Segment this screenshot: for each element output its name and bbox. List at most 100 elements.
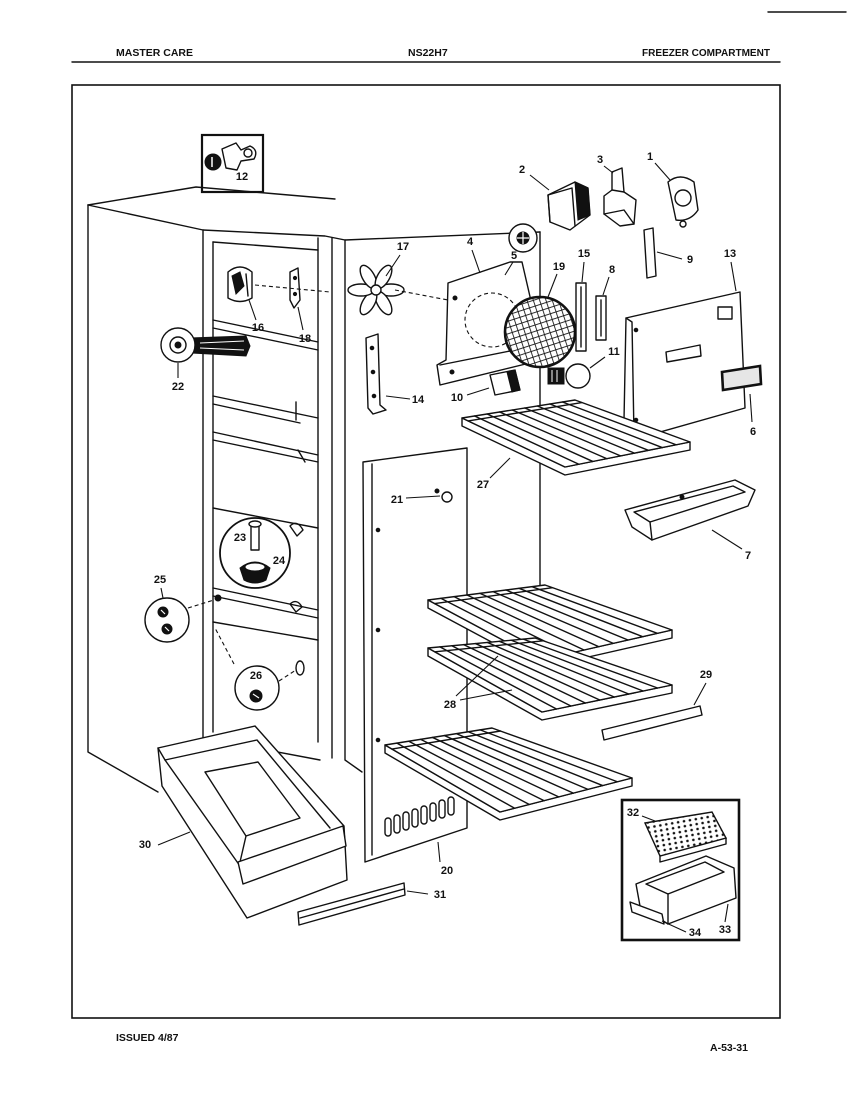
- part-label-20: 20: [441, 865, 453, 877]
- shelf-bar: [536, 405, 650, 452]
- header-brand: MASTER CARE: [116, 47, 193, 59]
- shelf-bar: [462, 643, 587, 704]
- part-21-plug: [434, 488, 453, 503]
- part-label-29: 29: [700, 669, 712, 681]
- part-label-22: 22: [172, 381, 184, 393]
- assembly-dashed-lines: [187, 284, 449, 682]
- part-3-bracket: [603, 167, 637, 227]
- part-5-fan-motor: [508, 223, 538, 253]
- part-label-6: 6: [750, 426, 756, 438]
- part-30-bin: [157, 725, 348, 919]
- knob-icon: [204, 153, 222, 171]
- part-28-shelf-lower: [427, 637, 673, 721]
- part-label-27: 27: [477, 479, 489, 491]
- part-2-housing: [547, 181, 591, 231]
- part-7-ice-bucket: [624, 479, 756, 541]
- part-label-16: 16: [252, 322, 264, 334]
- shelf-bar: [522, 638, 659, 689]
- part-label-21: 21: [391, 494, 403, 506]
- shelf-layer: [384, 399, 691, 821]
- part-23-24-callout: [219, 517, 291, 589]
- footer-issued: ISSUED 4/87: [116, 1032, 179, 1044]
- shelf-bar: [451, 645, 572, 707]
- part-18-bracket: [289, 267, 301, 309]
- shelf-rear-rail: [434, 640, 544, 653]
- shelf-bar: [479, 592, 600, 648]
- shelf-bar: [498, 411, 608, 460]
- part-label-25: 25: [154, 574, 166, 586]
- shelf-bar: [408, 740, 531, 806]
- part-label-26: 26: [250, 670, 262, 682]
- liner-shelf-rails: [212, 319, 319, 641]
- part-label-12: 12: [236, 171, 248, 183]
- shelf-bar: [524, 407, 636, 454]
- part-19-fan-grille: [503, 295, 577, 369]
- shelf-bar: [492, 590, 615, 645]
- part-11-light-bulb: [547, 363, 591, 389]
- part-8-strip: [595, 295, 607, 341]
- shelf-bar: [486, 413, 594, 463]
- shelf-rear-rail: [434, 587, 554, 605]
- shelf-bar: [419, 738, 545, 802]
- shelf-bar: [498, 640, 630, 695]
- part-12-inset: [200, 133, 265, 194]
- part-32-ice-tray: [643, 811, 728, 863]
- part-label-33: 33: [719, 924, 731, 936]
- part-label-3: 3: [597, 154, 603, 166]
- part-label-30: 30: [139, 839, 151, 851]
- part-label-15: 15: [578, 248, 590, 260]
- header-section: FREEZER COMPARTMENT: [642, 47, 771, 59]
- part-label-23: 23: [234, 532, 246, 544]
- shelf-bar: [455, 732, 589, 791]
- shelf-bar: [510, 639, 644, 692]
- part-15-strip: [575, 282, 587, 352]
- part-label-31: 31: [434, 889, 446, 901]
- part-34-scoop: [629, 901, 665, 925]
- part-number-labels: 1 2 3 4 5 6 7 8 9 10 11 12 13 14 15 16 1…: [139, 151, 756, 939]
- part-label-2: 2: [519, 164, 525, 176]
- shelf-bar: [474, 642, 601, 701]
- part-29-trim-strip: [601, 705, 703, 741]
- bottom-shelf: [384, 727, 633, 821]
- page-header: MASTER CARE NS22H7 FREEZER COMPARTMENT: [71, 11, 847, 63]
- part-label-10: 10: [451, 392, 463, 404]
- part-label-19: 19: [553, 261, 565, 273]
- shelf-bar: [518, 587, 644, 638]
- shelf-rear-rail: [391, 730, 502, 750]
- part-22-callout: [160, 327, 251, 363]
- shelf-bar: [531, 585, 659, 635]
- shelf-bar: [479, 729, 619, 783]
- part-label-18: 18: [299, 333, 311, 345]
- part-label-28: 28: [444, 699, 456, 711]
- part-label-17: 17: [397, 241, 409, 253]
- shelf-bar: [431, 736, 560, 798]
- part-label-8: 8: [609, 264, 615, 276]
- part-6-label-plate: [720, 364, 763, 392]
- header-model: NS22H7: [408, 47, 448, 59]
- part-14-bracket: [365, 333, 387, 415]
- part-label-4: 4: [467, 236, 474, 248]
- part-label-14: 14: [412, 394, 425, 406]
- part-label-24: 24: [273, 555, 286, 567]
- part-label-9: 9: [687, 254, 693, 266]
- shelf-bar: [549, 403, 663, 449]
- shelf-bar: [443, 734, 575, 794]
- leader-lines: [157, 162, 753, 933]
- footer-page-code: A-53-31: [710, 1042, 748, 1054]
- part-26-callout: [234, 660, 305, 711]
- page-footer: ISSUED 4/87 A-53-31: [116, 1032, 748, 1054]
- shelf-bar: [396, 742, 516, 809]
- part-label-1: 1: [647, 151, 653, 163]
- shelf-bar: [467, 731, 604, 787]
- part-label-34: 34: [689, 927, 702, 939]
- part-16-light-socket: [227, 266, 253, 303]
- part-25-callout: [144, 594, 222, 643]
- part-31-kick-strip: [297, 882, 406, 926]
- part-label-7: 7: [745, 550, 751, 562]
- shelf-bar: [466, 594, 585, 651]
- part-10-lamp-socket: [489, 369, 521, 396]
- part-13-rear-panel: [623, 291, 746, 441]
- shelf-bar: [473, 415, 580, 465]
- panel-louvers: [384, 796, 455, 837]
